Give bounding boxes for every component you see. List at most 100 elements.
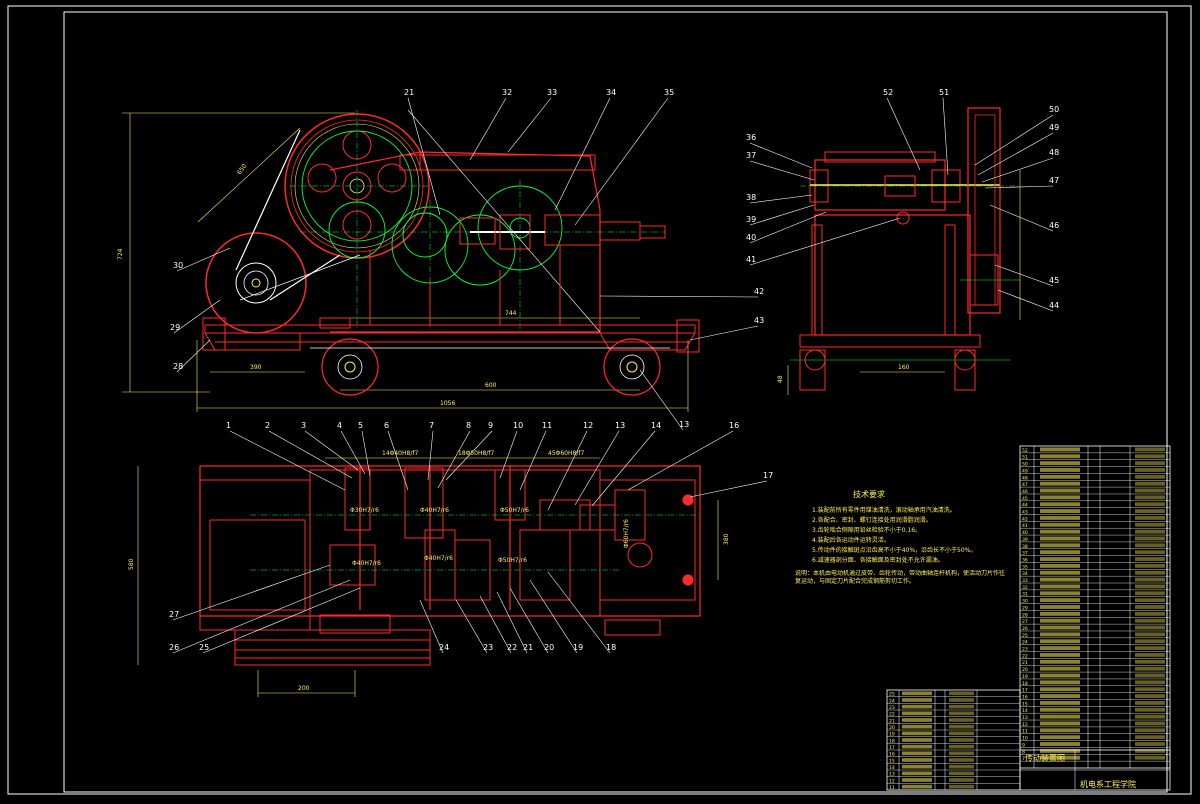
callout-leader bbox=[994, 264, 1054, 287]
bom-row-number: 14 bbox=[889, 765, 895, 771]
bom-row-number: 14 bbox=[1022, 708, 1028, 714]
bom-row-number: 37 bbox=[1022, 551, 1028, 557]
callout-leader bbox=[340, 430, 366, 475]
callout-leader bbox=[172, 564, 331, 621]
callout-number: 43 bbox=[754, 316, 764, 325]
callout-number: 44 bbox=[1049, 301, 1059, 310]
bom-row-number: 47 bbox=[1022, 482, 1028, 488]
bom-row-number: 44 bbox=[1022, 503, 1028, 509]
callout-number: 24 bbox=[439, 643, 449, 652]
bom-row-number: 13 bbox=[1022, 715, 1028, 721]
dim-48: 48 bbox=[777, 375, 784, 383]
bom-row-number: 29 bbox=[1022, 605, 1028, 611]
fit-label: Φ30H7/r6 bbox=[350, 507, 379, 514]
bom-row-number: 26 bbox=[1022, 626, 1028, 632]
callout-number: 20 bbox=[544, 643, 554, 652]
bom-row-number: 20 bbox=[1022, 667, 1028, 673]
callout-number: 34 bbox=[606, 88, 616, 97]
bom-row-number: 25 bbox=[1022, 633, 1028, 639]
callout-number: 37 bbox=[746, 151, 756, 160]
tech-req-item: 5.传动件的接触斑点沿齿高不小于40%，沿齿长不小于50%。 bbox=[812, 546, 976, 554]
fit-label: Φ40H7/r6 bbox=[420, 507, 449, 514]
callout-number: 23 bbox=[483, 643, 493, 652]
callout-number: 3 bbox=[301, 421, 306, 430]
bom-row-number: 32 bbox=[1022, 585, 1028, 591]
callout-number: 13 bbox=[615, 421, 625, 430]
bom-row-number: 21 bbox=[889, 718, 895, 724]
callout-leader bbox=[419, 599, 444, 654]
bom-row-number: 15 bbox=[1022, 701, 1028, 707]
callout-leader bbox=[554, 97, 611, 211]
callout-leader bbox=[981, 157, 1054, 183]
bom-row-number: 23 bbox=[1022, 647, 1028, 653]
dim-fit-14: 14Φ40H8/f7 bbox=[382, 450, 418, 457]
bom-row-number: 43 bbox=[1022, 510, 1028, 516]
bill-of-materials: 5251504948474645444342414039383736353433… bbox=[886, 445, 1171, 791]
callout-number: 48 bbox=[1049, 148, 1059, 157]
bom-row-number: 16 bbox=[889, 752, 895, 758]
bom-row-number: 46 bbox=[1022, 489, 1028, 495]
bom-row-number: 52 bbox=[1022, 448, 1028, 454]
bom-row-number: 42 bbox=[1022, 516, 1028, 522]
bom-row-number: 20 bbox=[889, 725, 895, 731]
side-view bbox=[787, 107, 1021, 395]
callout-leader bbox=[529, 579, 578, 654]
bom-row-number: 17 bbox=[1022, 688, 1028, 694]
bom-row-number: 45 bbox=[1022, 496, 1028, 502]
dim-fit-18: 18Φ50H8/f7 bbox=[458, 450, 494, 457]
tech-req-item: 1.装配前所有零件用煤油清洗，滚动轴承用汽油清洗。 bbox=[812, 506, 956, 514]
bom-row-number: 19 bbox=[889, 732, 895, 738]
callout-leader bbox=[387, 430, 409, 491]
callout-leader bbox=[749, 204, 815, 226]
plan-view bbox=[137, 457, 719, 697]
tech-req-note: 说明：本机由电动机通过皮带、齿轮传动，带动曲轴连杆机构，使活动刀片作往复运动，与… bbox=[795, 570, 1005, 585]
callout-leader bbox=[749, 160, 815, 181]
callout-number: 49 bbox=[1049, 123, 1059, 132]
school-name: 机电系工程学院 bbox=[1080, 779, 1136, 789]
bom-row-number: 48 bbox=[1022, 475, 1028, 481]
callout-leader bbox=[172, 579, 351, 654]
callout-leader bbox=[507, 97, 552, 153]
callout-leader bbox=[749, 142, 813, 169]
callout-leader bbox=[304, 430, 359, 471]
callout-number: 42 bbox=[754, 287, 764, 296]
callout-leader bbox=[749, 211, 827, 244]
callout-number: 18 bbox=[606, 643, 616, 652]
dim-200: 200 bbox=[298, 685, 310, 692]
callout-number: 16 bbox=[729, 421, 739, 430]
callout-leader bbox=[974, 114, 1054, 166]
callout-leader bbox=[547, 571, 611, 654]
bom-row-number: 34 bbox=[1022, 571, 1028, 577]
dim-fit-45: 45Φ60H8/f7 bbox=[548, 450, 584, 457]
callout-leader bbox=[977, 132, 1054, 176]
callout-leader bbox=[445, 430, 493, 481]
callout-number: 22 bbox=[507, 643, 517, 652]
dim-390: 390 bbox=[250, 364, 262, 371]
bom-row-number: 40 bbox=[1022, 530, 1028, 536]
callout-leader bbox=[496, 591, 528, 654]
dim-380: 380 bbox=[723, 533, 730, 545]
bom-row-number: 25 bbox=[889, 692, 895, 698]
callout-leader bbox=[437, 430, 471, 489]
bom-row-number: 24 bbox=[1022, 640, 1028, 646]
dimension-labels: 650 724 744 390 600 1056 160 48 580 200 … bbox=[117, 163, 910, 692]
callout-leader bbox=[942, 97, 949, 176]
callout-leader bbox=[455, 599, 488, 654]
callout-number: 10 bbox=[513, 421, 523, 430]
fit-label: Φ40H7/r6 bbox=[424, 555, 453, 562]
callout-leader bbox=[627, 430, 734, 491]
callout-number: 45 bbox=[1049, 276, 1059, 285]
bom-row-number: 8 bbox=[1022, 749, 1025, 755]
callout-leader bbox=[984, 185, 1054, 189]
callout-leader bbox=[173, 299, 221, 334]
bom-row-number: 28 bbox=[1022, 612, 1028, 618]
tech-req-item: 2.各配合、密封、螺钉连接处用润滑脂润滑。 bbox=[812, 516, 932, 524]
bom-row-number: 9 bbox=[1022, 742, 1025, 748]
callout-number: 6 bbox=[384, 421, 389, 430]
callout-number: 26 bbox=[169, 643, 179, 652]
tech-req-item: 3.齿轮啮合侧隙用铅丝检验不小于0.16。 bbox=[812, 526, 921, 534]
callout-number: 9 bbox=[488, 421, 493, 430]
callout-leader bbox=[509, 587, 549, 654]
callout-leader bbox=[469, 97, 507, 161]
